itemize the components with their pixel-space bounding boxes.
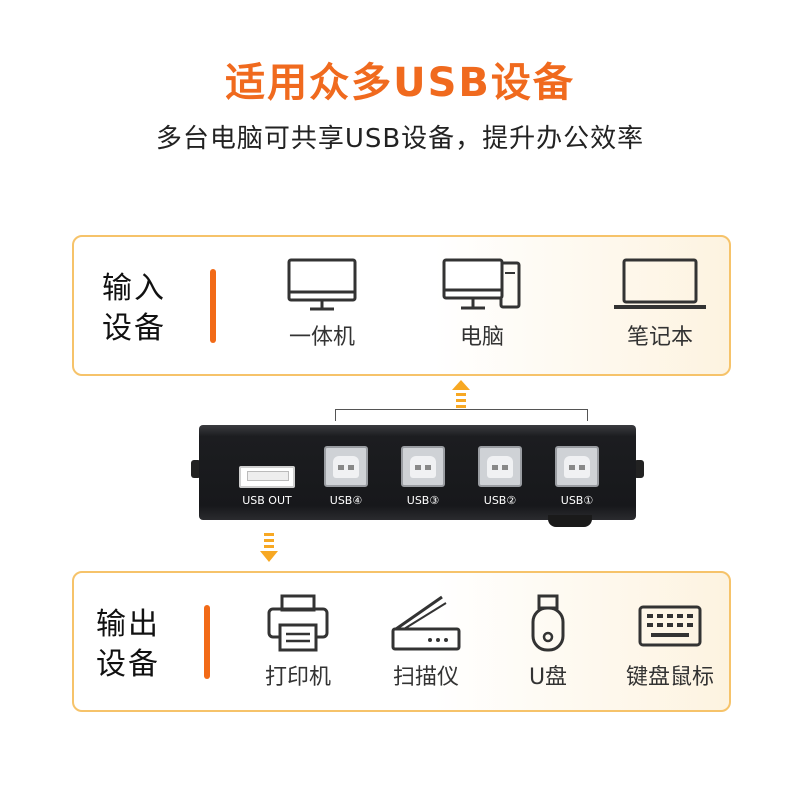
device-laptop: 笔记本 [590, 257, 730, 351]
input-panel-accent-bar [210, 269, 216, 343]
usb-a-tongue [247, 471, 289, 481]
output-label-line2: 设备 [96, 647, 160, 682]
page-title: 适用众多USB设备 [225, 60, 575, 106]
input-devices-panel: 输入 设备 一体机 电脑 笔记本 [72, 235, 731, 376]
hub-foot [548, 515, 592, 527]
device-label: 笔记本 [626, 325, 693, 350]
output-panel-label: 输出 设备 [96, 605, 176, 685]
device-label: 一体机 [288, 325, 355, 350]
device-usb-drive: U盘 [478, 593, 618, 691]
device-label: 打印机 [264, 665, 331, 690]
usb-b-port-3 [401, 446, 445, 487]
device-label: 扫描仪 [392, 665, 459, 690]
device-label: U盘 [528, 665, 568, 690]
usb-port-label-3: USB③ [406, 494, 440, 507]
hub-right-ear [634, 460, 644, 478]
ports-bracket [335, 409, 588, 421]
laptop-icon [614, 258, 706, 309]
input-panel-label: 输入 设备 [102, 269, 182, 349]
usb-b-port-1 [555, 446, 599, 487]
scanner-icon [391, 595, 461, 651]
arrow-down-icon [260, 533, 278, 562]
all-in-one-pc-icon [287, 258, 357, 311]
output-label-line1: 输出 [96, 607, 160, 642]
hub-left-ear [191, 460, 201, 478]
usb-port-label-2: USB② [483, 494, 517, 507]
usb-out-label: USB OUT [242, 494, 292, 507]
arrow-up-icon [452, 380, 470, 408]
device-printer: 打印机 [228, 593, 368, 691]
output-devices-panel: 输出 设备 打印机 扫描仪 U盘 [72, 571, 731, 712]
input-label-line1: 输入 [102, 271, 166, 306]
input-label-line2: 设备 [102, 311, 166, 346]
desktop-computer-icon [442, 258, 521, 310]
device-all-in-one: 一体机 [252, 257, 392, 351]
device-label: 键盘鼠标 [625, 665, 714, 690]
page-subtitle: 多台电脑可共享USB设备，提升办公效率 [155, 124, 645, 154]
device-desktop: 电脑 [412, 257, 552, 351]
keyboard-icon [638, 605, 702, 647]
device-label: 电脑 [459, 325, 504, 350]
output-panel-accent-bar [204, 605, 210, 679]
usb-b-port-2 [478, 446, 522, 487]
usb-port-label-4: USB④ [329, 494, 363, 507]
usb-b-port-4 [324, 446, 368, 487]
usb-out-port [239, 466, 295, 488]
device-keyboard-mouse: 键盘鼠标 [600, 593, 740, 691]
printer-icon [267, 594, 329, 652]
usb-port-label-1: USB① [560, 494, 594, 507]
device-scanner: 扫描仪 [356, 593, 496, 691]
usb-flash-drive-icon [531, 594, 565, 652]
